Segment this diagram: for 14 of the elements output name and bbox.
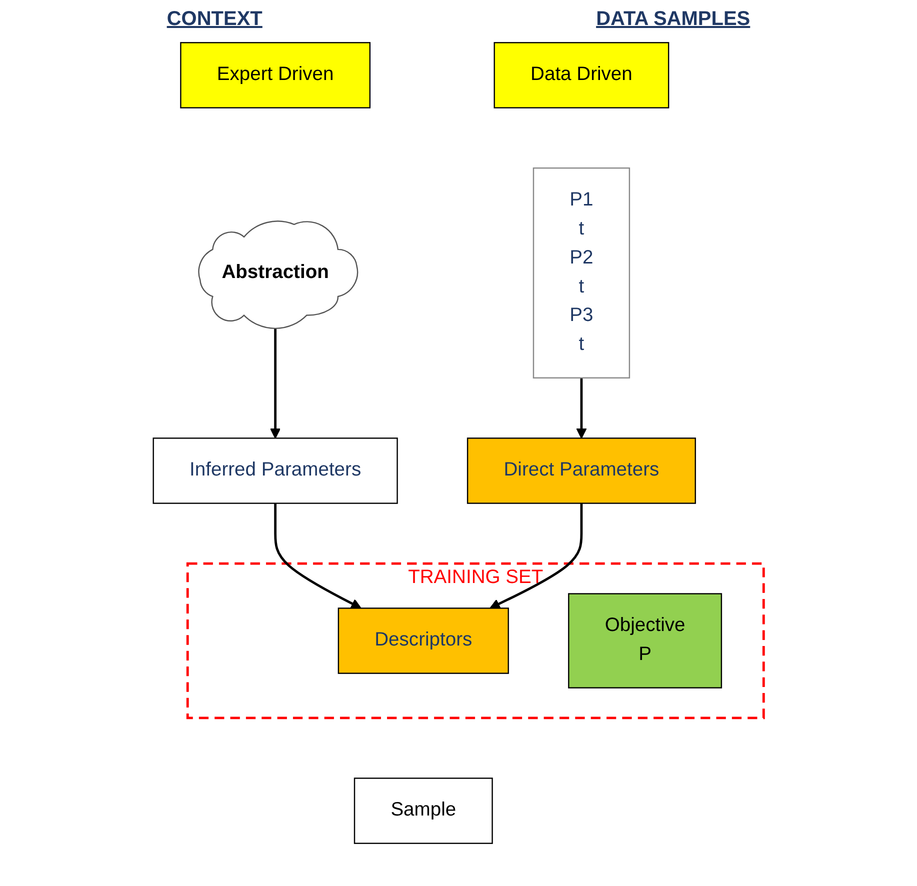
arrow xyxy=(490,503,583,609)
arrow xyxy=(270,326,281,439)
node-box: Descriptors xyxy=(338,608,509,674)
section-heading: DATA SAMPLES xyxy=(596,8,750,31)
node-box: Expert Driven xyxy=(180,42,371,108)
node-box: Direct Parameters xyxy=(466,438,696,504)
node-box: Data Driven xyxy=(494,42,670,108)
node-box: P1 t P2 t P3 t xyxy=(532,167,630,378)
arrow xyxy=(274,503,362,609)
node-box: Inferred Parameters xyxy=(152,438,398,504)
node-box: Objective P xyxy=(568,593,722,688)
arrow xyxy=(576,378,587,439)
section-heading: CONTEXT xyxy=(166,8,262,31)
node-box: Sample xyxy=(354,778,493,844)
